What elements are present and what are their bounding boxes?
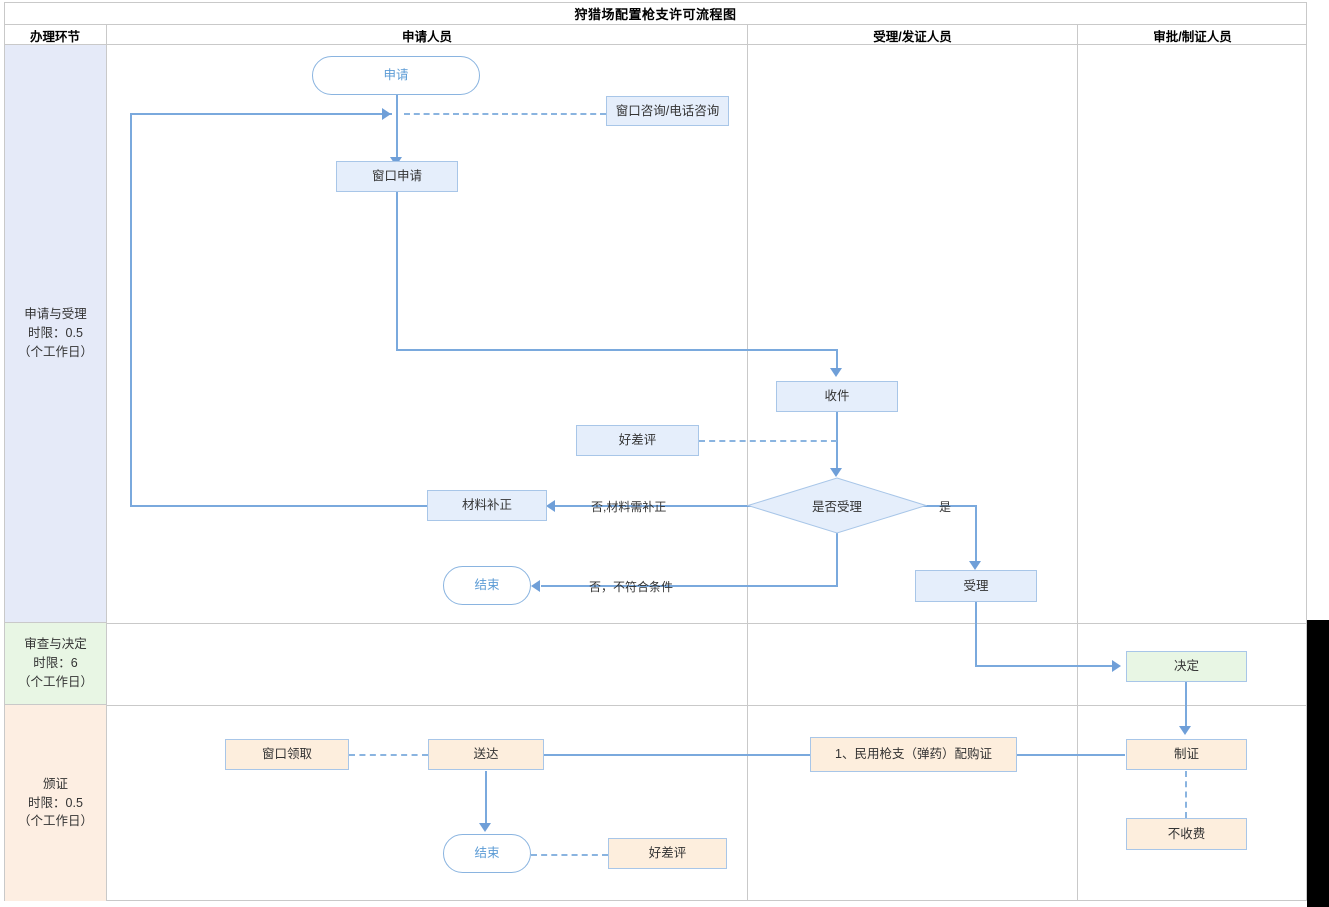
node-decide-accept-label: 是否受理 xyxy=(811,500,862,514)
edge-accept-to-decision-right xyxy=(975,665,1118,667)
edge-makecert-to-certitem xyxy=(1017,754,1125,756)
edge-decision-to-fix xyxy=(555,505,767,507)
stage-limit-2: 时限：6 xyxy=(33,656,78,671)
lane-separator-2-row1 xyxy=(1077,45,1078,623)
edge-label-yes: 是 xyxy=(939,500,952,514)
stage-cell-apply-accept: 申请与受理 时限：0.5 （个工作日） xyxy=(5,45,107,623)
lane-header-applicant: 申请人员 xyxy=(107,25,748,45)
stage-name-1: 申请与受理 xyxy=(24,307,87,322)
row-separator-2 xyxy=(107,705,1307,706)
right-edge-artifact xyxy=(1307,620,1329,907)
lane-header-row: 办理环节 申请人员 受理/发证人员 审批/制证人员 xyxy=(4,25,1307,45)
edge-window-apply-right xyxy=(396,349,838,351)
stage-cell-issue-cert: 颁证 时限：0.5 （个工作日） xyxy=(5,705,107,901)
edge-accept-down xyxy=(975,602,977,667)
node-decide-accept[interactable]: 是否受理 xyxy=(746,477,928,534)
stage-cell-review-decide: 审查与决定 时限：6 （个工作日） xyxy=(5,623,107,705)
lane-header-approval: 审批/制证人员 xyxy=(1153,29,1232,44)
edge-deliver-to-end xyxy=(485,771,487,829)
stage-limit-3: 时限：0.5 xyxy=(28,795,83,810)
stage-unit-3: （个工作日） xyxy=(17,814,93,829)
edge-certitem-to-deliver xyxy=(544,754,810,756)
edge-label-no-not-qualified: 否，不符合条件 xyxy=(589,580,674,594)
node-apply[interactable]: 申请 xyxy=(312,56,480,95)
node-accept[interactable]: 受理 xyxy=(915,570,1037,602)
node-decision[interactable]: 决定 xyxy=(1126,651,1247,682)
edge-receive-to-decision xyxy=(836,412,838,474)
page-title: 狩猎场配置枪支许可流程图 xyxy=(4,2,1307,25)
arrowhead-decision-to-fix xyxy=(546,500,555,512)
lane-separator-1-row1 xyxy=(747,45,748,623)
row-separator-1 xyxy=(107,623,1307,624)
edge-to-receive-down xyxy=(836,349,838,372)
stage-limit-1: 时限：0.5 xyxy=(28,326,83,341)
edge-decision-to-makecert xyxy=(1185,682,1187,732)
edge-fix-loop-bottom xyxy=(130,505,427,507)
node-cert-item[interactable]: 1、民用枪支（弹药）配购证 xyxy=(810,737,1017,772)
node-feedback-1[interactable]: 好差评 xyxy=(576,425,699,456)
arrowhead-decision-no xyxy=(531,580,540,592)
edge-consult-dashed xyxy=(404,113,606,115)
node-consult[interactable]: 窗口咨询/电话咨询 xyxy=(606,96,729,126)
edge-decision-no-left xyxy=(541,585,838,587)
lane-separator-2-row2 xyxy=(1077,624,1078,705)
stage-unit-2: （个工作日） xyxy=(17,674,93,689)
arrowhead-deliver-to-end xyxy=(479,823,491,832)
arrowhead-accept-to-decision xyxy=(1112,660,1121,672)
node-deliver[interactable]: 送达 xyxy=(428,739,544,770)
node-feedback-2[interactable]: 好差评 xyxy=(608,838,727,869)
node-end-2[interactable]: 结束 xyxy=(443,834,531,873)
edge-feedback1-dashed xyxy=(699,440,837,442)
arrowhead-to-receive xyxy=(830,368,842,377)
diamond-shape xyxy=(746,477,928,534)
edge-window-apply-down xyxy=(396,192,398,351)
node-material-fix[interactable]: 材料补正 xyxy=(427,490,547,521)
node-window-apply[interactable]: 窗口申请 xyxy=(336,161,458,192)
stage-name-3: 颁证 xyxy=(42,776,68,791)
lane-separator-1-row2 xyxy=(747,624,748,705)
edge-end2-feedback-dashed xyxy=(531,854,608,856)
stage-unit-1: （个工作日） xyxy=(17,344,93,359)
edge-decision-yes-down xyxy=(975,505,977,567)
arrowhead-decision-yes xyxy=(969,561,981,570)
edge-pickup-dashed xyxy=(349,754,428,756)
edge-decision-yes-right xyxy=(906,505,976,507)
node-no-fee[interactable]: 不收费 xyxy=(1126,818,1247,850)
arrowhead-receive-to-decision xyxy=(830,468,842,477)
lane-header-stage: 办理环节 xyxy=(4,25,107,45)
edge-fix-loop-vertical xyxy=(130,113,132,506)
stage-name-2: 审查与决定 xyxy=(24,637,87,652)
lane-separator-1-row3 xyxy=(747,706,748,901)
edge-makecert-nofee-dashed xyxy=(1185,771,1187,818)
node-window-pickup[interactable]: 窗口领取 xyxy=(225,739,349,770)
edge-decision-no-down xyxy=(836,533,838,586)
edge-label-no-need-fix: 否,材料需补正 xyxy=(591,500,667,514)
lane-separator-2-row3 xyxy=(1077,706,1078,901)
node-receive[interactable]: 收件 xyxy=(776,381,898,412)
arrowhead-fix-loop xyxy=(382,108,391,120)
edge-apply-to-window-apply xyxy=(396,95,398,163)
edge-fix-loop-horizontal xyxy=(130,113,392,115)
lane-header-acceptance: 受理/发证人员 xyxy=(748,25,1078,45)
node-make-cert[interactable]: 制证 xyxy=(1126,739,1247,770)
node-end-1[interactable]: 结束 xyxy=(443,566,531,605)
arrowhead-decision-to-makecert xyxy=(1179,726,1191,735)
